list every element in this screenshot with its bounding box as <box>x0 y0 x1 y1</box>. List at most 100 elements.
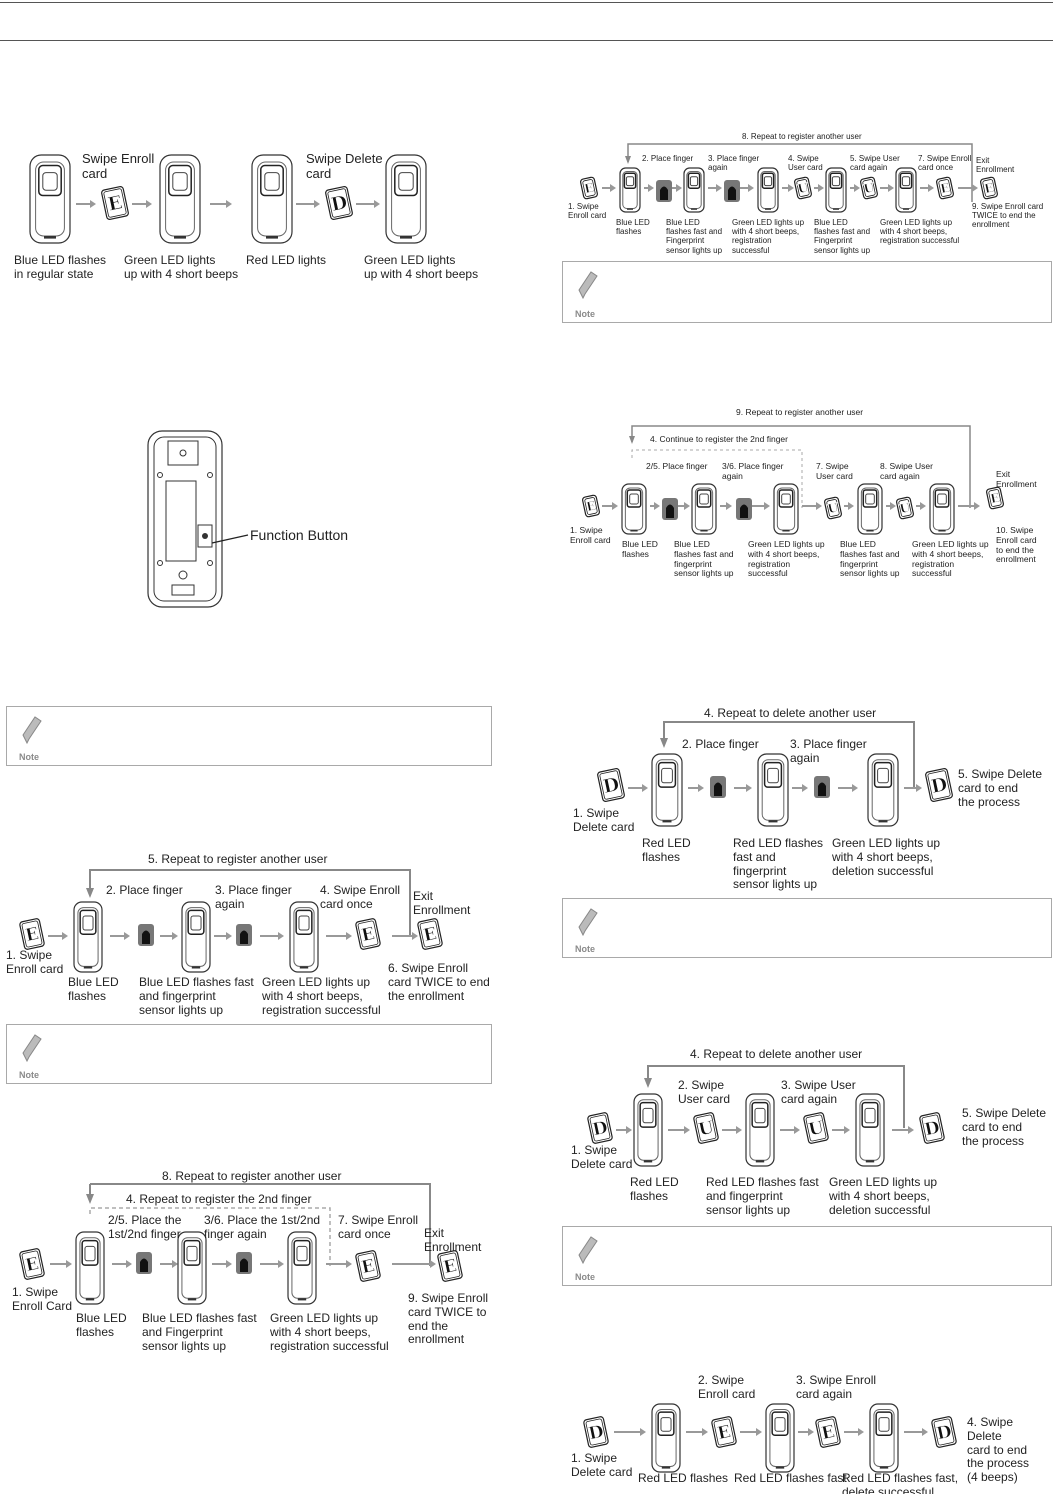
arrow-icon <box>668 1126 690 1134</box>
note-box: Note <box>562 261 1052 323</box>
header-rule-bottom <box>0 40 1053 41</box>
svg-text:E: E <box>585 498 597 515</box>
step-1-label: 1. Swipe Enroll Card <box>12 1285 73 1313</box>
card-icon: E <box>986 486 1004 510</box>
device-icon <box>29 154 71 244</box>
card-icon: E <box>980 176 998 200</box>
note-box: Note <box>562 1226 1052 1286</box>
caption-3: Green LED lights up with 4 short beeps, … <box>829 1175 938 1217</box>
arrow-icon <box>260 932 284 940</box>
arrow-icon <box>688 784 704 792</box>
card-icon: U <box>824 496 842 520</box>
arrow-icon <box>296 200 320 208</box>
arrow-icon <box>850 184 860 192</box>
device-icon <box>867 753 899 827</box>
arrow-icon <box>916 502 926 510</box>
step-9-label: 9. Swipe Enroll card TWICE to end the en… <box>972 202 1044 230</box>
card-icon: E <box>815 1416 841 1448</box>
step-5-label: 5. Swipe Delete card to end the process <box>962 1106 1047 1148</box>
device-icon <box>75 1231 105 1305</box>
arrow-icon <box>722 1126 742 1134</box>
svg-text:U: U <box>826 499 840 516</box>
device-icon <box>683 167 705 213</box>
svg-text:D: D <box>591 1118 610 1141</box>
svg-text:D: D <box>587 1422 606 1445</box>
device-icon <box>289 901 319 973</box>
device-icon <box>745 1093 775 1167</box>
caption-blue-led: Blue LED flashes in regular state <box>14 253 107 281</box>
pencil-icon <box>578 271 598 300</box>
card-icon: D <box>597 767 625 803</box>
step-36-label: 3/6. Place finger again <box>722 461 784 481</box>
card-icon: E <box>355 918 381 950</box>
arrow-icon <box>112 1260 132 1268</box>
device-icon <box>651 1403 681 1473</box>
card-icon: E <box>19 918 45 950</box>
arrow-icon <box>210 200 232 208</box>
step-7-label: 7. Swipe User card <box>816 461 853 481</box>
diagram-delete-card: D U U D 4. Repeat to delete another user… <box>564 1044 1048 1222</box>
device-icon <box>621 483 647 535</box>
arrow-icon <box>838 784 858 792</box>
device-icon <box>895 167 917 213</box>
arrow-icon <box>814 184 824 192</box>
step-3-label: 3. Swipe Enroll card again <box>796 1373 877 1401</box>
arrow-icon <box>356 200 380 208</box>
card-icon: U <box>860 176 878 200</box>
step-4-label: 4. Swipe Enroll card once <box>320 883 401 911</box>
arrow-icon <box>734 784 752 792</box>
device-icon <box>181 901 211 973</box>
arrow-icon <box>708 184 722 192</box>
card-icon: U <box>803 1112 829 1144</box>
caption-3: Green LED lights up with 4 short beeps, … <box>262 975 381 1017</box>
arrow-icon <box>48 932 68 940</box>
exit-label: Exit Enrollment <box>976 156 1015 175</box>
pencil-icon <box>578 908 598 937</box>
note-label: Note <box>575 1272 595 1282</box>
caption-green-led-2: Green LED lights up with 4 short beeps <box>364 253 479 281</box>
diagram-register-finger-and-card: E U U E E 8. Repeat to register another … <box>564 128 1048 258</box>
step-3-label: 3. Swipe User card again <box>781 1078 856 1106</box>
svg-text:E: E <box>360 924 377 946</box>
finger-icon <box>236 1252 252 1274</box>
caption-5: Green LED lights up with 4 short beeps, … <box>912 539 989 579</box>
arrow-icon <box>260 1260 284 1268</box>
step-3-label: 3. Place finger again <box>708 154 760 173</box>
card-icon: D <box>587 1112 613 1144</box>
caption-1: Blue LED flashes <box>616 218 650 237</box>
pencil-icon <box>22 716 42 745</box>
card-icon: E <box>417 918 443 950</box>
card-icon: D <box>931 1416 957 1448</box>
svg-text:D: D <box>329 192 349 216</box>
arrow-icon <box>782 184 794 192</box>
card-icon: E <box>936 176 954 200</box>
step-25-label: 2/5. Place the 1st/2nd finger <box>108 1213 182 1241</box>
caption-2: Red LED flashes fast <box>734 1471 847 1485</box>
note-label: Note <box>19 1070 39 1080</box>
card-icon: E <box>101 185 129 221</box>
arrow-icon <box>616 1126 632 1134</box>
arrow-icon <box>798 1428 814 1436</box>
arrow-icon <box>160 1260 178 1268</box>
caption-3: Green LED lights up with 4 short beeps, … <box>832 836 941 878</box>
svg-text:E: E <box>583 180 595 197</box>
finger-icon <box>656 180 672 202</box>
caption-3: Green LED lights up with 4 short beeps, … <box>748 539 825 579</box>
card-icon: U <box>794 176 812 200</box>
caption-5: Green LED lights up with 4 short beeps, … <box>880 218 960 246</box>
card-icon: U <box>896 496 914 520</box>
arrow-icon <box>780 1126 800 1134</box>
card-icon: U <box>693 1112 719 1144</box>
step-7-label: 7. Swipe Enroll card once <box>918 154 972 173</box>
step-2-label: 2. Swipe User card <box>678 1078 731 1106</box>
arrow-icon <box>76 200 96 208</box>
svg-text:E: E <box>989 490 1001 507</box>
caption-3: Green LED lights up with 4 short beeps, … <box>270 1311 389 1353</box>
device-icon <box>651 753 683 827</box>
caption-2: Blue LED flashes fast and Fingerprint se… <box>142 1311 257 1353</box>
svg-text:E: E <box>442 1256 459 1278</box>
device-icon <box>287 1231 317 1305</box>
card-icon: D <box>919 1112 945 1144</box>
svg-text:E: E <box>983 180 995 197</box>
device-icon <box>757 753 789 827</box>
